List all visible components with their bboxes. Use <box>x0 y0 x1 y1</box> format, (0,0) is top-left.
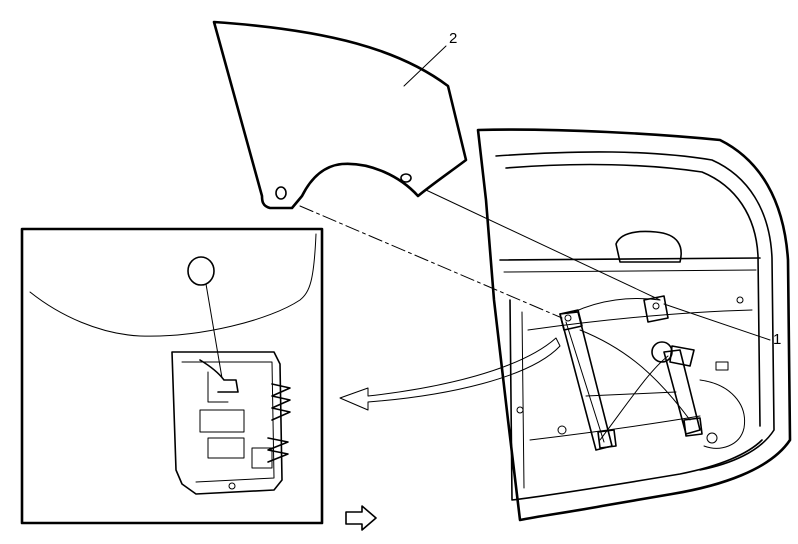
callout-2-label: 2 <box>449 30 457 47</box>
detail-inset-frame <box>20 227 324 525</box>
glass-hole-right <box>400 173 412 183</box>
side-mirror <box>615 230 682 263</box>
glass-hole-left <box>275 186 287 200</box>
alignment-line-right <box>425 189 661 301</box>
detail-inset <box>20 227 324 525</box>
alignment-line-left <box>299 205 563 319</box>
curved-arrow-icon <box>339 337 561 411</box>
front-arrow-icon <box>345 505 377 531</box>
inset-glass-hole <box>187 256 215 286</box>
callout-2-leader <box>403 45 447 87</box>
window-regulator <box>559 295 703 451</box>
callout-1-label: 1 <box>773 331 781 348</box>
callout-1-leader <box>663 303 771 341</box>
door-frame <box>476 128 792 522</box>
regulator-carrier-clip <box>171 351 283 495</box>
window-glass <box>212 20 468 210</box>
